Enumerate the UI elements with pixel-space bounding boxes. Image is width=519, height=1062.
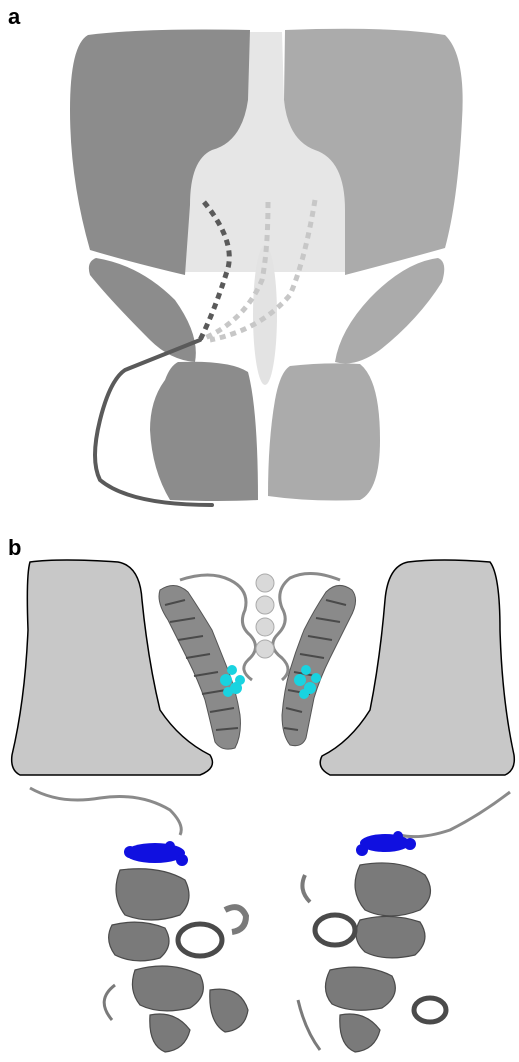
linker-right xyxy=(400,792,510,837)
cyto-domain-left xyxy=(104,869,248,1052)
lobe-right xyxy=(335,258,444,364)
ion xyxy=(256,640,274,658)
ion xyxy=(256,574,274,592)
panel-b-structure xyxy=(0,530,519,1062)
pore-axis xyxy=(253,245,277,385)
pore-ions xyxy=(256,574,274,658)
ion xyxy=(256,596,274,614)
cyto-domain-right xyxy=(298,863,446,1052)
ion xyxy=(256,618,274,636)
domain-lower-right xyxy=(268,363,380,500)
helix-right xyxy=(282,585,356,745)
blue-residue-left xyxy=(124,841,188,866)
linker-left xyxy=(30,788,181,835)
domain-lower-left xyxy=(150,362,258,501)
panel-a-schematic xyxy=(0,0,519,525)
